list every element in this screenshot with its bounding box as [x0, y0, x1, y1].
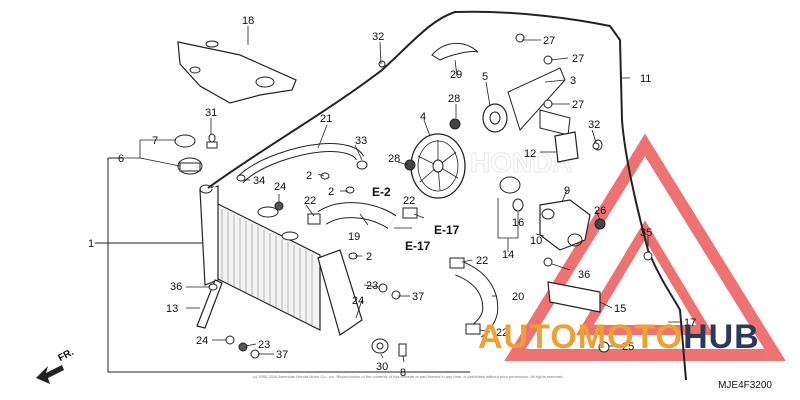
- callout-28b: 28: [388, 153, 400, 165]
- callout-9: 9: [564, 185, 570, 197]
- callout-22d: 22: [496, 327, 508, 339]
- callout-16: 16: [512, 217, 524, 229]
- callout-37b: 37: [276, 349, 288, 361]
- thermostat-housing: [499, 176, 591, 251]
- part-code: MJE4F3200: [718, 380, 772, 391]
- callout-36a: 36: [170, 281, 182, 293]
- callout-8: 8: [400, 367, 406, 379]
- shroud-plate: [177, 40, 297, 104]
- callout-32a: 32: [372, 31, 384, 43]
- callout-5: 5: [482, 71, 488, 83]
- callout-33: 33: [355, 135, 367, 147]
- callout-numbers: 1 2 2 2 3 4 5 6 7 8 9 10 11 12 13 14 15 …: [88, 15, 696, 379]
- callout-27a: 27: [543, 35, 555, 47]
- callout-37a: 37: [412, 291, 424, 303]
- callout-3: 3: [570, 75, 576, 87]
- callout-28a: 28: [448, 93, 460, 105]
- callout-24a: 24: [274, 181, 286, 193]
- cooling-fan: [410, 133, 466, 199]
- callout-15: 15: [614, 303, 626, 315]
- front-direction-arrow: [36, 365, 64, 384]
- copyright-notice: (c) 2000-2016 American Honda Motor Co., …: [252, 374, 564, 379]
- callout-31: 31: [205, 107, 217, 119]
- lower-stay: [196, 279, 223, 329]
- callout-29: 29: [450, 69, 462, 81]
- fasteners: [206, 33, 653, 359]
- callout-17: 17: [684, 317, 696, 329]
- hose-clip: [431, 42, 479, 61]
- callout-22b: 22: [403, 195, 415, 207]
- callout-21: 21: [320, 113, 332, 125]
- callout-22c: 22: [476, 255, 488, 267]
- radiator: [199, 185, 363, 336]
- callout-34: 34: [253, 175, 265, 187]
- callout-18: 18: [242, 15, 254, 27]
- watermark-text-part2: HUB: [683, 318, 760, 356]
- callout-20: 20: [512, 291, 524, 303]
- leader-lines: [122, 26, 680, 363]
- ref-label-e2: E-2: [372, 185, 391, 199]
- callout-2c: 2: [366, 251, 372, 263]
- callout-10: 10: [530, 235, 542, 247]
- radiator-cap: [174, 134, 213, 194]
- callout-32b: 32: [588, 119, 600, 131]
- reference-labels: E-2 E-17 E-17: [372, 185, 460, 253]
- callout-6: 6: [118, 153, 124, 165]
- callout-11: 11: [640, 73, 651, 85]
- callout-26: 26: [594, 205, 606, 217]
- frame-lines: [95, 157, 470, 373]
- callout-23b: 23: [258, 339, 270, 351]
- callout-24b: 24: [352, 295, 364, 307]
- callout-2a: 2: [306, 170, 312, 182]
- callout-2b: 2: [328, 186, 334, 198]
- callout-24c: 24: [196, 335, 208, 347]
- connector-bracket: [554, 131, 579, 163]
- callout-30: 30: [376, 361, 388, 373]
- callout-4: 4: [420, 111, 426, 123]
- callout-12: 12: [524, 148, 536, 160]
- callout-14: 14: [502, 249, 514, 261]
- callout-1: 1: [88, 238, 94, 250]
- watermark-triangles: [504, 133, 786, 361]
- callout-19: 19: [348, 231, 360, 243]
- callout-22a: 22: [304, 195, 316, 207]
- watermark-logo: AUTOMOTOHUB: [478, 318, 760, 357]
- callout-25: 25: [622, 341, 634, 353]
- ref-label-e17b: E-17: [405, 239, 431, 253]
- callout-27c: 27: [572, 99, 584, 111]
- callout-7: 7: [152, 135, 158, 147]
- watermark-text-part1: AUTOMOTO: [478, 318, 684, 356]
- ref-label-e17a: E-17: [434, 223, 460, 237]
- callout-36b: 36: [578, 269, 590, 281]
- fan-motor: [482, 67, 571, 136]
- callout-23a: 23: [366, 280, 378, 292]
- callout-13: 13: [166, 303, 178, 315]
- callout-27b: 27: [572, 53, 584, 65]
- callout-35: 35: [640, 227, 652, 239]
- thermostat-bracket: [547, 281, 601, 313]
